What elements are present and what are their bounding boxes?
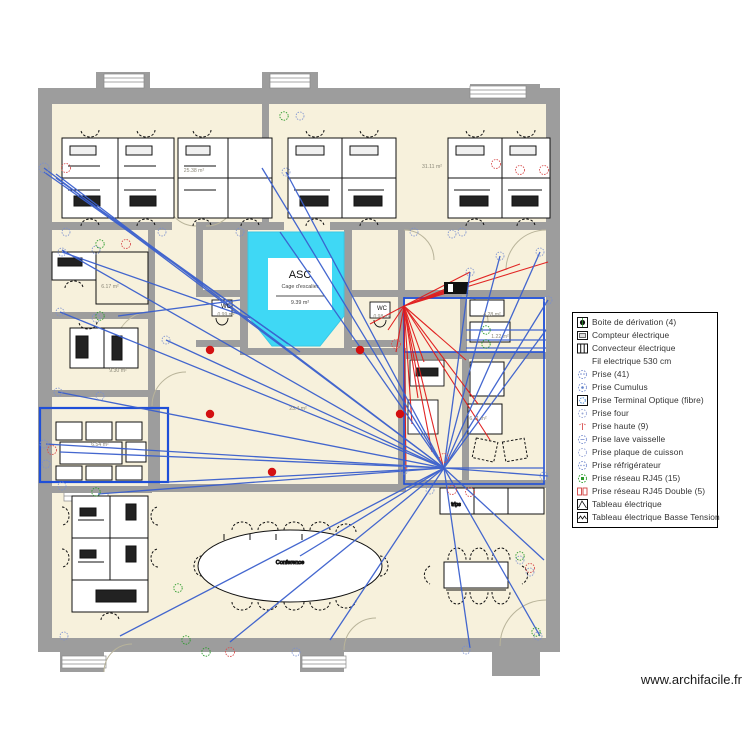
- stairwell-subtitle: Cage d'escalier: [282, 284, 319, 290]
- office-left-mid-furniture: [69, 321, 139, 369]
- svg-text:WC: WC: [377, 306, 388, 312]
- rj45-double-icon: [576, 486, 589, 498]
- legend-label: Prise réseau RJ45 Double (5): [592, 486, 706, 496]
- bottom-strip-rooms: trips: [439, 487, 545, 515]
- conference-table: Conference: [193, 521, 389, 611]
- socket-dishwasher-icon: [576, 434, 589, 446]
- socket-symbols: [38, 111, 553, 657]
- legend-item-electric-meter[interactable]: Compteur électrique: [576, 329, 714, 342]
- socket-oven-icon: [576, 408, 589, 420]
- legend-item-socket-cumulus[interactable]: Prise Cumulus: [576, 381, 714, 394]
- legend-label: Prise lave vaisselle: [592, 434, 666, 444]
- wc-labels: WC 0.99 m² WC 0.98 m²: [218, 304, 391, 320]
- room-label: 9.30 m²: [109, 368, 127, 374]
- legend-label: Prise réseau RJ45 (15): [592, 473, 681, 483]
- desk-cluster-top-right-2: [447, 129, 551, 227]
- room-area-labels: 25.38 m² 31.11 m² 6.17 m² 9.30 m² 23.4 m…: [91, 164, 509, 448]
- room-label: 1.22 m²: [491, 334, 509, 340]
- socket-cumulus-icon: [576, 382, 589, 394]
- wire-icon: [576, 356, 589, 368]
- legend-item-wire[interactable]: Fil electrique 530 cm: [576, 355, 714, 368]
- network-cable-runs: [43, 167, 549, 649]
- optical-terminal-icon: [576, 395, 589, 407]
- legend-label: Prise plaque de cuisson: [592, 447, 684, 457]
- legend-item-socket-high[interactable]: Prise haute (9): [576, 420, 714, 433]
- legend-item-rj45[interactable]: Prise réseau RJ45 (15): [576, 472, 714, 485]
- low-voltage-panel-icon: [576, 512, 589, 524]
- room-label: 0.99 m²: [218, 312, 235, 318]
- legend-item-junction-box[interactable]: Boite de dérivation (4): [576, 316, 714, 329]
- legend-label: Prise Cumulus: [592, 382, 648, 392]
- power-panel-symbol: [444, 282, 468, 294]
- legend-label: Prise haute (9): [592, 421, 649, 431]
- room-label: 23.4 m²: [289, 406, 307, 412]
- desk-cluster-top-right-1: [287, 129, 397, 227]
- convector-icon: [576, 343, 589, 355]
- legend-label: Prise réfrigérateur: [592, 460, 661, 470]
- legend-item-socket-fridge[interactable]: Prise réfrigérateur: [576, 459, 714, 472]
- windows: [61, 73, 527, 669]
- stairwell-name: ASC: [289, 269, 312, 281]
- electric-meter-icon: [576, 330, 589, 342]
- legend-label: Tableau électrique Basse Tension: [592, 512, 720, 522]
- room-label: 0.98 m²: [374, 314, 391, 320]
- legend-label: Tableau électrique: [592, 499, 662, 509]
- legend-label: Prise four: [592, 408, 629, 418]
- legend-panel[interactable]: Boite de dérivation (4) Compteur électri…: [572, 312, 720, 528]
- socket-icon: [576, 369, 589, 381]
- svg-text:WC: WC: [221, 304, 232, 310]
- legend-item-socket[interactable]: Prise (41): [576, 368, 714, 381]
- socket-cooktop-icon: [576, 447, 589, 459]
- room-label: 6.11 m²: [469, 416, 486, 422]
- legend-item-rj45-double[interactable]: Prise réseau RJ45 Double (5): [576, 485, 714, 498]
- legend-label: Boite de dérivation (4): [592, 317, 677, 327]
- table-bottom-right: [423, 547, 529, 605]
- legend-item-socket-cooktop[interactable]: Prise plaque de cuisson: [576, 446, 714, 459]
- svg-text:Conference: Conference: [276, 560, 304, 566]
- legend-item-optical-terminal[interactable]: Prise Terminal Optique (fibre): [576, 394, 714, 407]
- legend-label: Prise (41): [592, 369, 630, 379]
- electrical-panel-icon: [576, 499, 589, 511]
- junction-box-icon: [576, 317, 589, 329]
- rj45-icon: [576, 473, 589, 485]
- storage-right: [467, 299, 529, 463]
- stairwell-room[interactable]: ASC Cage d'escalier 9.39 m²: [247, 231, 345, 347]
- stairwell-area: 9.39 m²: [291, 300, 309, 306]
- building-floor: [40, 92, 560, 650]
- legend-label: Fil electrique 530 cm: [592, 356, 672, 366]
- room-label: 6.54 m²: [91, 442, 109, 448]
- legend-item-electrical-panel[interactable]: Tableau électrique: [576, 498, 714, 511]
- room-label: 31.11 m²: [422, 164, 442, 170]
- legend-item-low-voltage-panel[interactable]: Tableau électrique Basse Tension: [576, 511, 720, 524]
- socket-high-icon: [576, 421, 589, 433]
- floor-plan-canvas[interactable]: ASC Cage d'escalier 9.39 m²: [0, 0, 600, 700]
- junction-nodes: [205, 345, 405, 477]
- legend-label: Compteur électrique: [592, 330, 670, 340]
- legend-label: Convecteur électrique: [592, 343, 676, 353]
- svg-text:trips: trips: [451, 502, 461, 508]
- watermark: www.archifacile.fr: [640, 672, 742, 687]
- desk-cluster-bottom-left: [61, 495, 159, 621]
- room-label: 25.38 m²: [184, 168, 205, 174]
- desk-cluster-top-left-2: [177, 129, 273, 227]
- room-label: 6.17 m²: [101, 284, 119, 290]
- legend-item-convector[interactable]: Convecteur électrique: [576, 342, 714, 355]
- desk-cluster-top-left: [61, 129, 175, 227]
- socket-fridge-icon: [576, 460, 589, 472]
- room-label: 4.28 m²: [483, 312, 501, 318]
- legend-label: Prise Terminal Optique (fibre): [592, 395, 704, 405]
- legend-item-socket-oven[interactable]: Prise four: [576, 407, 714, 420]
- legend-item-socket-dishwasher[interactable]: Prise lave vaisselle: [576, 433, 714, 446]
